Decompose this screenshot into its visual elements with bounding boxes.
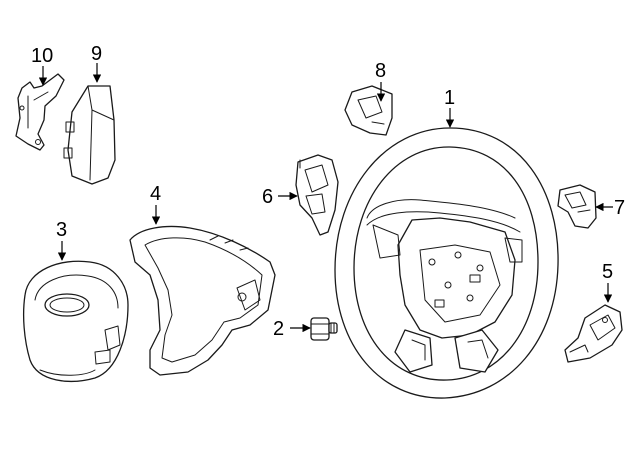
steering-wheel [334,127,559,399]
control-switch-left [295,154,339,236]
clockspring [63,85,116,185]
callout-9: 9 [91,43,102,65]
paddle-switch [557,184,597,229]
callout-4: 4 [150,183,161,205]
callout-5: 5 [602,261,613,283]
bolt [310,317,338,341]
callout-3: 3 [56,219,67,241]
switch-cover [344,85,393,136]
callout-7: 7 [614,197,625,219]
callout-6: 6 [262,186,273,208]
trim-cover [129,225,276,376]
bracket [15,73,65,151]
airbag-module [22,260,129,383]
callout-10: 10 [31,45,53,67]
callout-8: 8 [375,60,386,82]
callout-1: 1 [444,87,455,109]
callout-2: 2 [273,318,284,340]
control-switch-right [564,304,623,363]
